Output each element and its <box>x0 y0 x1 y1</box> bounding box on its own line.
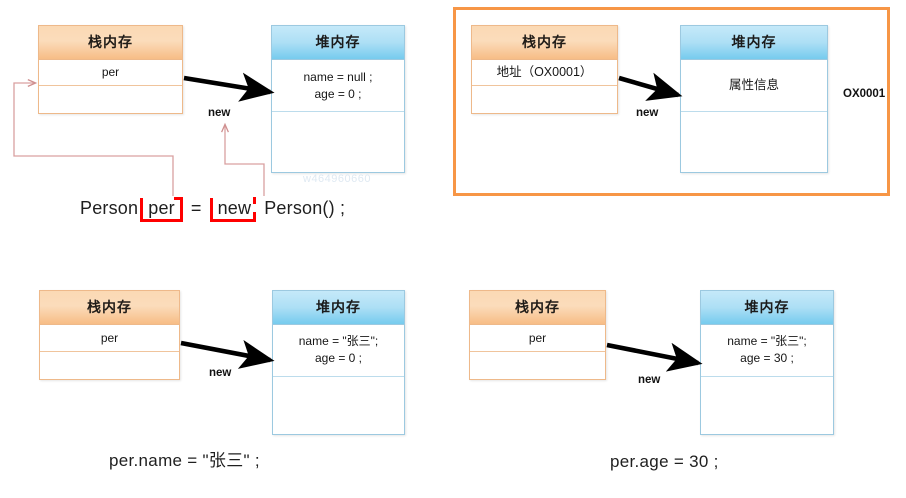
panel-1-heap-cell-1 <box>272 112 404 172</box>
panel-1-caption-prefix: Person <box>80 198 139 218</box>
panel-3-stack-cell-1 <box>40 352 179 379</box>
panel-3-caption: per.name = "张三" ; <box>109 451 260 470</box>
panel-2-stack-cell-1 <box>472 86 617 113</box>
panel-2-stack-header: 栈内存 <box>472 26 617 60</box>
panel-1-stack-cell-1 <box>39 86 182 113</box>
watermark-text: w464960660 <box>303 173 372 185</box>
panel-4-heap-cell-0: name = "张三"; age = 30 ; <box>701 325 833 377</box>
panel-2-new-label: new <box>636 107 659 119</box>
panel-1-stack-cell-0-text: per <box>101 65 120 79</box>
panel-1-stack-box: 栈内存 per <box>38 25 183 114</box>
panel-2-heap-cell-1 <box>681 112 827 172</box>
panel-3-stack-box: 栈内存 per <box>39 290 180 380</box>
panel-4-new-label: new <box>638 374 661 386</box>
panel-4-stack-cell-1 <box>470 352 605 379</box>
panel-2-heap-cell-0: 属性信息 <box>681 60 827 112</box>
panel-1-heap-box: 堆内存 name = null ; age = 0 ; <box>271 25 405 173</box>
panel-3-heap-cell-0: name = "张三"; age = 0 ; <box>273 325 404 377</box>
panel-4-caption: per.age = 30 ; <box>610 452 719 471</box>
panel-3-heap-cell-0-line-0: name = "张三"; <box>298 334 379 348</box>
highlight-frame-panel-2 <box>453 7 890 196</box>
panel-3-reference-arrow <box>180 339 275 369</box>
panel-2-heap-cell-0-text: 属性信息 <box>728 78 779 92</box>
panel-4-heap-header: 堆内存 <box>701 291 833 325</box>
panel-2-stack-box: 栈内存 地址（OX0001） <box>471 25 618 114</box>
panel-4-reference-arrow <box>606 342 703 372</box>
panel-1-heap-cell-0-line-1: age = 0 ; <box>314 87 362 101</box>
panel-1-reference-arrow <box>183 72 275 102</box>
panel-2-heap-header: 堆内存 <box>681 26 827 60</box>
panel-4-stack-header: 栈内存 <box>470 291 605 325</box>
panel-4-heap-cell-1 <box>701 377 833 434</box>
panel-3-new-label: new <box>209 367 232 379</box>
panel-1-stack-cell-0: per <box>39 60 182 86</box>
panel-1-caption-token-per: per <box>140 197 183 222</box>
panel-3-stack-header: 栈内存 <box>40 291 179 325</box>
leader-line-new <box>225 125 265 196</box>
panel-1-stack-header: 栈内存 <box>39 26 182 60</box>
panel-1-heap-cell-0: name = null ; age = 0 ; <box>272 60 404 112</box>
panel-2-heap-box: 堆内存 属性信息 <box>680 25 828 173</box>
panel-3-heap-box: 堆内存 name = "张三"; age = 0 ; <box>272 290 405 435</box>
panel-1-caption-equals: = <box>190 198 202 218</box>
panel-3-heap-header: 堆内存 <box>273 291 404 325</box>
panel-1-caption-suffix: Person() ; <box>264 198 346 218</box>
panel-3-stack-cell-0: per <box>40 325 179 352</box>
panel-4-heap-box: 堆内存 name = "张三"; age = 30 ; <box>700 290 834 435</box>
panel-3-heap-cell-0-line-1: age = 0 ; <box>314 351 363 365</box>
panel-4-stack-cell-0: per <box>470 325 605 352</box>
panel-1-heap-cell-0-line-0: name = null ; <box>303 70 373 84</box>
panel-2-stack-cell-0-text: 地址（OX0001） <box>496 65 593 79</box>
panel-3-stack-cell-0-text: per <box>100 331 119 345</box>
panel-2-stack-cell-0: 地址（OX0001） <box>472 60 617 86</box>
panel-4-stack-box: 栈内存 per <box>469 290 606 380</box>
panel-4-stack-cell-0-text: per <box>528 331 547 345</box>
panel-3-heap-cell-1 <box>273 377 404 434</box>
panel-1-caption-token-new: new <box>209 197 257 222</box>
panel-4-heap-cell-0-line-0: name = "张三"; <box>727 334 807 348</box>
panel-4-heap-cell-0-line-1: age = 30 ; <box>740 351 794 365</box>
panel-1-new-label: new <box>208 107 231 119</box>
panel-1-heap-header: 堆内存 <box>272 26 404 60</box>
panel-2-address-label: OX0001 <box>843 88 886 100</box>
